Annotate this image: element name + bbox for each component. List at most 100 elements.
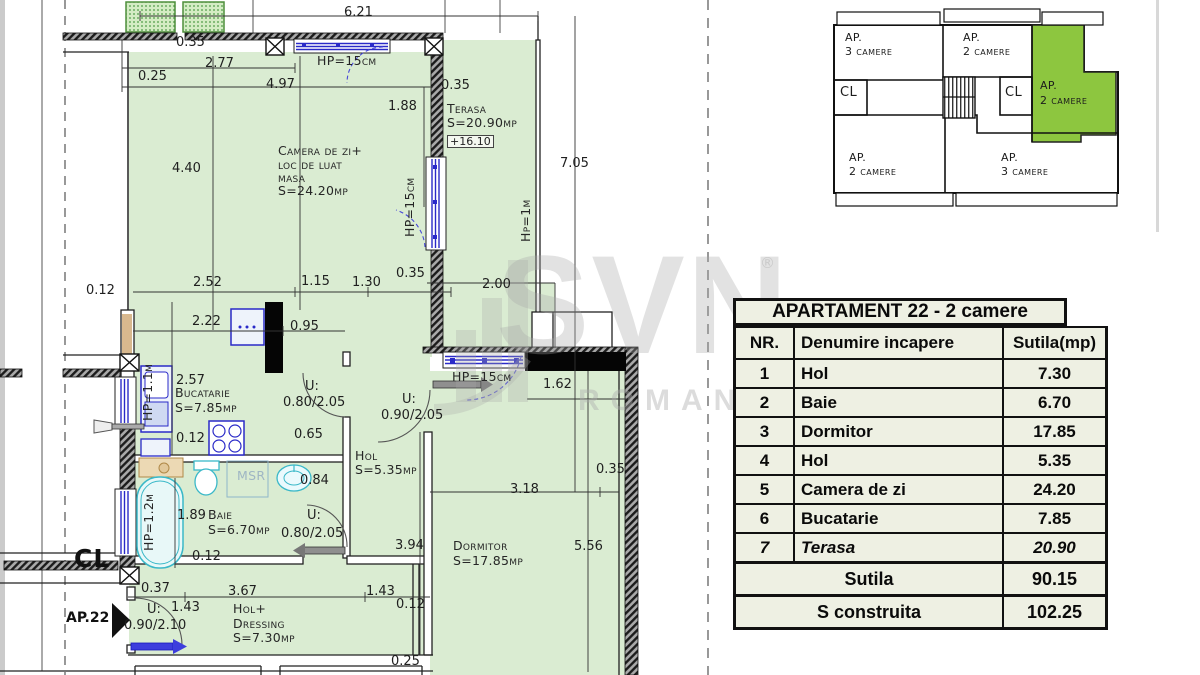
dimension-label: 0.25 [138, 69, 167, 84]
keyplan-label: 3 camere [1001, 165, 1049, 178]
dimension-label: U: [147, 602, 161, 617]
keyplan-label: AP. [963, 31, 981, 44]
table-cell: 6.70 [1002, 389, 1105, 416]
keyplan-label: AP. [1040, 79, 1058, 92]
dimension-label: 1.88 [388, 99, 417, 114]
exterior-walls [0, 32, 639, 675]
dimension-label: U: [402, 392, 416, 407]
table-cell: Sutila [844, 568, 894, 589]
room-label: S=24.20mp [278, 183, 349, 198]
area-table: APARTAMENT 22 - 2 camere NR. Denumire inc… [733, 298, 1108, 630]
room-label: MSR [237, 468, 266, 483]
keyplan-label: 2 camere [963, 45, 1011, 58]
dimension-label: 0.12 [396, 597, 425, 612]
dimension-label: 2.77 [205, 56, 234, 71]
dimension-label: 0.35 [596, 462, 625, 477]
dimension-label: U: [307, 508, 321, 523]
table-cell: 3 [759, 421, 770, 441]
room-label: HP=15cm [317, 53, 377, 68]
planters [125, 1, 225, 33]
room-label: S=17.85mp [453, 553, 524, 568]
dimension-label: 2.00 [482, 277, 511, 292]
table-cell: 24.20 [1002, 476, 1105, 503]
table-cell: 6 [759, 508, 770, 528]
table-cell: Dormitor [793, 418, 1002, 445]
dimension-label: U: [305, 379, 319, 394]
room-label: +16.10 [447, 135, 494, 148]
table-cell: 20.90 [1002, 534, 1105, 561]
table-cell: Bucatarie [793, 505, 1002, 532]
bathroom-fixtures [93, 419, 312, 569]
dimension-label: 0.80/2.05 [281, 526, 344, 541]
dimension-label: 0.95 [290, 319, 319, 334]
dimension-label: 0.12 [192, 549, 221, 564]
dimension-label: 1.30 [352, 275, 381, 290]
room-label: S=20.90mp [447, 115, 518, 130]
room-label: Dressing [233, 616, 285, 631]
table-cell: Terasa [793, 534, 1002, 561]
windows [114, 38, 526, 557]
room-label: Terasa [447, 101, 487, 116]
room-label: HP=15cm [402, 177, 417, 237]
table-cell: 5 [759, 479, 770, 499]
room-label: Hp=1m [518, 199, 533, 242]
room-label: S=7.85mp [175, 400, 237, 415]
dimension-label: 0.65 [294, 427, 323, 442]
table-cell: 7.30 [1002, 360, 1105, 387]
dimension-label: 0.90/2.05 [381, 408, 444, 423]
keyplan-label: AP. [1001, 151, 1019, 164]
room-label: AP.22 [66, 610, 110, 626]
dimension-label: 1.89 [177, 508, 206, 523]
room-label: S=6.70mp [208, 522, 270, 537]
highlighted-apartment [1031, 24, 1117, 143]
dimension-label: 1.15 [301, 274, 330, 289]
room-label: masa [278, 170, 306, 185]
table-cell: 5.35 [1002, 447, 1105, 474]
room-label: Hol+ [233, 601, 267, 616]
table-cell: Camera de zi [793, 476, 1002, 503]
dimension-label: 1.43 [171, 600, 200, 615]
dimension-label: 0.25 [391, 654, 420, 669]
kitchen-fixtures [140, 308, 265, 456]
room-label: Dormitor [453, 538, 508, 553]
room-label: HP=1.2m [141, 493, 156, 551]
dimension-label: 2.52 [193, 275, 222, 290]
dimension-label: 4.40 [172, 161, 201, 176]
sliding-doors [130, 377, 493, 654]
dimension-label: 1.62 [543, 377, 572, 392]
table-cell: Hol [793, 360, 1002, 387]
dimension-label: 3.94 [395, 538, 424, 553]
table-cell: 7 [759, 537, 770, 557]
dimension-label: 0.84 [300, 473, 329, 488]
table-cell: NR. [749, 333, 780, 352]
table-cell: 4 [759, 450, 770, 470]
keyplan-label: AP. [849, 151, 867, 164]
dimension-label: 0.35 [176, 35, 205, 50]
room-label: HP=15cm [452, 369, 512, 384]
table-cell: 17.85 [1002, 418, 1105, 445]
black-walls [265, 302, 626, 373]
wall-junction-boxes [119, 37, 444, 585]
table-cell: Denumire incapere [793, 328, 1002, 358]
room-label: CL [74, 544, 111, 573]
room-label: S=7.30mp [233, 630, 295, 645]
table-cell: 1 [759, 363, 770, 383]
table-title: APARTAMENT 22 - 2 camere [733, 298, 1067, 326]
dimension-label: 0.35 [396, 266, 425, 281]
table-cell: Sutila(mp) [1002, 328, 1105, 358]
door-arcs [134, 46, 522, 646]
keyplan-label: CL [1005, 85, 1023, 100]
table-cell: Hol [793, 447, 1002, 474]
dimension-label: 2.57 [176, 373, 205, 388]
